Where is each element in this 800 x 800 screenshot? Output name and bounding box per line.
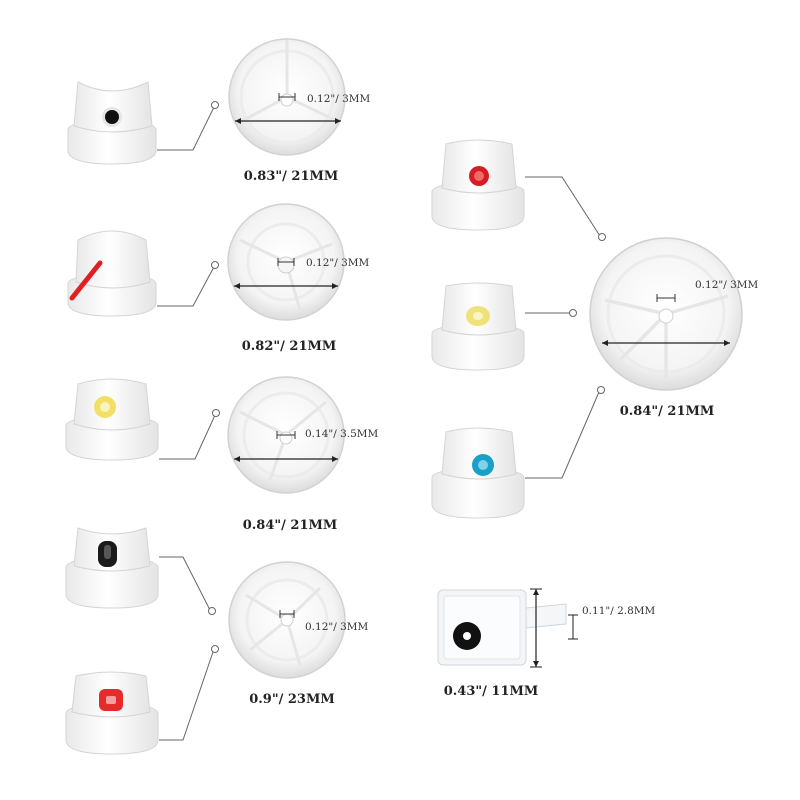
- cap-2-orifice-label: 0.12"/ 3MM: [306, 257, 370, 269]
- spray-cap-blue: [431, 427, 525, 519]
- cap-4-size-label: 0.9"/ 23MM: [249, 692, 335, 707]
- cap-2-extension-straw: [69, 260, 103, 301]
- cap-2-leader-line: [157, 264, 216, 307]
- cap-1-leader-line: [157, 104, 216, 151]
- cap-1-nozzle: [105, 110, 119, 124]
- cap-1-head: [73, 81, 153, 133]
- cap-4-orifice-label: 0.12"/ 3MM: [305, 621, 369, 633]
- spray-cap-3: [65, 378, 159, 461]
- cap-5-leader-line: [159, 651, 214, 741]
- cap-group-leader-blue: [525, 391, 600, 479]
- cap-4-bottom-view: [228, 561, 346, 679]
- cap-2-bottom-view: [227, 203, 345, 321]
- cap-3-orifice-label: 0.14"/ 3.5MM: [305, 428, 379, 440]
- cap-1-bottom-view: [228, 38, 346, 156]
- spray-cap-2: [67, 230, 157, 317]
- spray-cap-1: [67, 81, 157, 165]
- cap-group-bottom-view: [589, 237, 743, 391]
- cap-3-leader-line: [159, 412, 217, 460]
- clear-cap-stem-label: 0.11"/ 2.8MM: [582, 605, 656, 617]
- spray-cap-red: [431, 139, 525, 231]
- cap-3-size-label: 0.84"/ 21MM: [242, 518, 338, 533]
- cap-group-size-label: 0.84"/ 21MM: [619, 404, 715, 419]
- clear-cap-stem: [525, 603, 567, 629]
- spray-cap-5: [65, 671, 159, 755]
- cap-2-size-label: 0.82"/ 21MM: [241, 339, 337, 354]
- cap-4-leader-line: [159, 556, 211, 611]
- cap-1-orifice-label: 0.12"/ 3MM: [307, 93, 371, 105]
- cap-3-bottom-view: [227, 376, 345, 494]
- spray-cap-yellow: [431, 282, 525, 371]
- spray-cap-4: [65, 527, 159, 609]
- cap-1-size-label: 0.83"/ 21MM: [243, 169, 339, 184]
- cap-group-orifice-label: 0.12"/ 3MM: [695, 279, 759, 291]
- cap-group-leader-red: [525, 176, 601, 237]
- clear-cap-side-view: [437, 588, 578, 668]
- clear-cap-height-label: 0.43"/ 11MM: [443, 684, 539, 699]
